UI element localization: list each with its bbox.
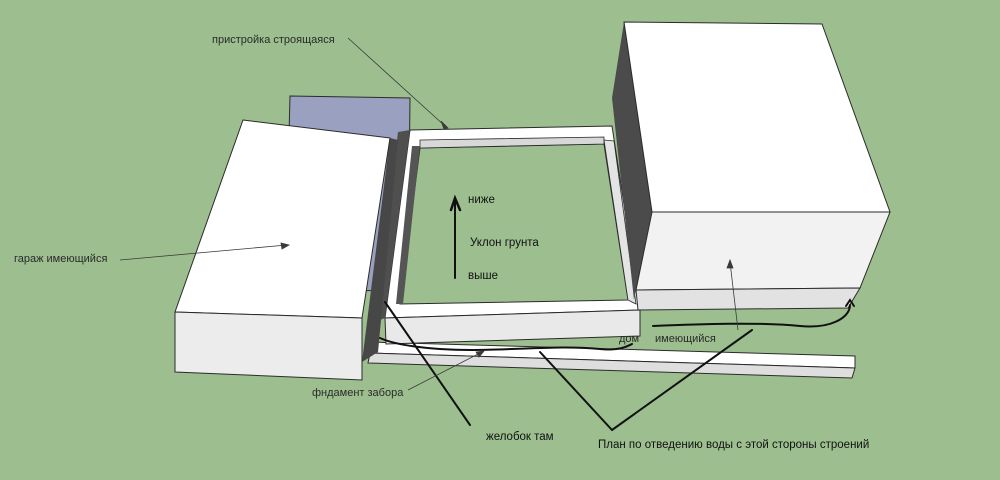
- label-extension: пристройка строящаяся: [212, 34, 335, 46]
- drainage-strokes: [379, 194, 855, 431]
- label-house-a: дом: [619, 333, 639, 345]
- label-house-b: имеющийся: [655, 333, 716, 345]
- label-higher: выше: [468, 270, 498, 282]
- garage-building: [174, 119, 398, 381]
- fence-foundation: [367, 341, 856, 379]
- plan-pointer-right: [611, 329, 753, 431]
- label-fence: фндамент забора: [312, 387, 404, 399]
- house-building: [612, 21, 891, 311]
- extension-box: [375, 125, 641, 345]
- label-slope: Уклон грунта: [470, 237, 539, 249]
- slope-arrow-head: [449, 194, 462, 212]
- label-plan: План по отведению воды с этой стороны ст…: [598, 439, 869, 451]
- house-drain-line: [652, 304, 851, 328]
- label-gutter: желобок там: [486, 431, 554, 443]
- gutter-pointer: [384, 301, 471, 426]
- house-drain-tip: [845, 298, 855, 307]
- leader-lines: [119, 37, 739, 391]
- label-lower: ниже: [468, 194, 495, 206]
- plan-pointer-left: [539, 351, 613, 431]
- label-garage: гараж имеющийся: [14, 253, 107, 265]
